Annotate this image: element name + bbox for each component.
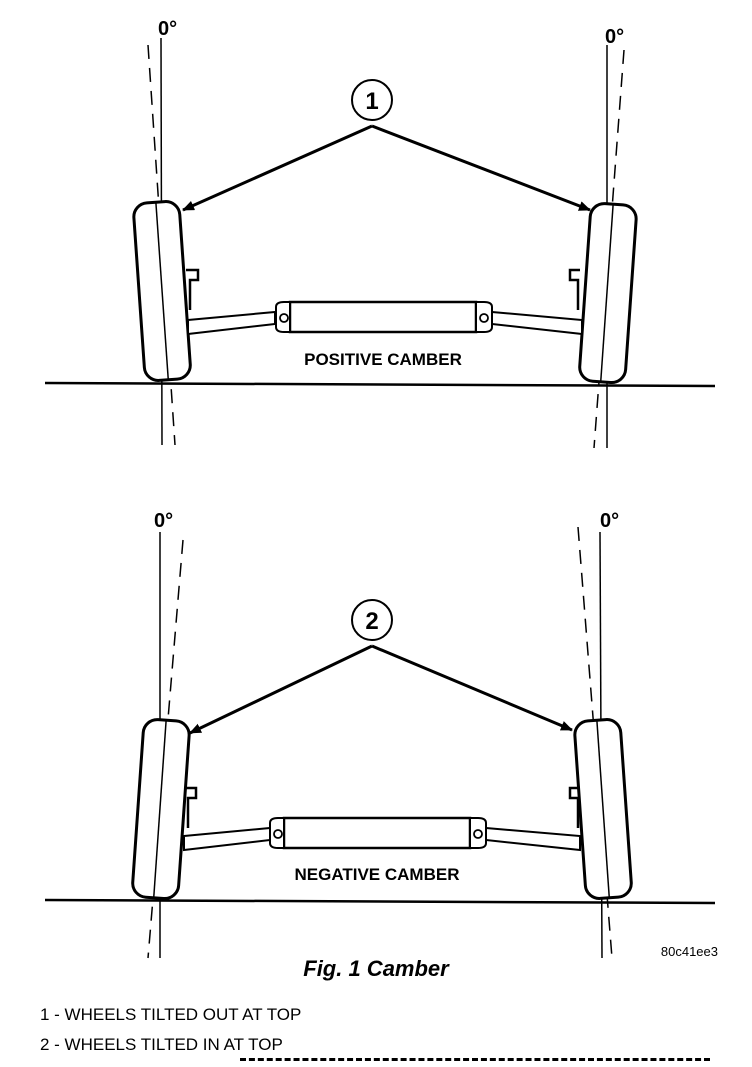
left-wheel [131,718,191,901]
right-tie-rod [491,310,583,336]
callout-number-2: 2 [365,608,378,635]
left-knuckle [186,268,200,310]
axle-tube [288,300,478,334]
left-wheel [132,200,192,382]
angle-label-left: 0° [154,510,173,532]
left-knuckle [184,786,198,828]
ground-line [44,381,716,388]
figure-code: 80c41ee3 [660,944,718,959]
legend-item-2: 2 - WHEELS TILTED IN AT TOP [40,1035,283,1054]
callout-arrow-right [371,124,591,212]
angle-label-left: 0° [158,18,177,40]
figure-caption: Fig. 1 Camber [303,956,449,981]
right-knuckle [568,268,580,310]
callout-arrow-left [189,644,373,735]
right-knuckle [568,786,580,828]
right-wheel [573,718,633,900]
callout-arrow-left [182,124,373,212]
panel-title-positive: POSITIVE CAMBER [304,350,462,369]
left-tie-rod [187,310,276,336]
axle-tube [282,816,472,850]
legend: 1 - WHEELS TILTED OUT AT TOP 2 - WHEELS … [40,1000,301,1060]
angle-label-right: 0° [600,510,619,532]
negative-camber-panel: 2 0° 0° NEGATIVE CAMBER [44,510,716,959]
callout-circle-1 [351,79,393,121]
cropped-dashed-rule [240,1058,710,1067]
positive-camber-panel: 1 0° 0° POSITIVE CAMBER [44,18,716,449]
callout-arrow-right [371,644,573,732]
panel-title-negative: NEGATIVE CAMBER [295,865,460,884]
legend-item-1: 1 - WHEELS TILTED OUT AT TOP [40,1005,302,1024]
callout-number-1: 1 [365,88,378,115]
angle-label-right: 0° [605,26,624,48]
left-tie-rod [183,826,271,852]
callout-circle-2 [351,599,393,641]
ground-line [44,898,716,905]
right-wheel [578,202,638,385]
right-tie-rod [485,826,581,852]
